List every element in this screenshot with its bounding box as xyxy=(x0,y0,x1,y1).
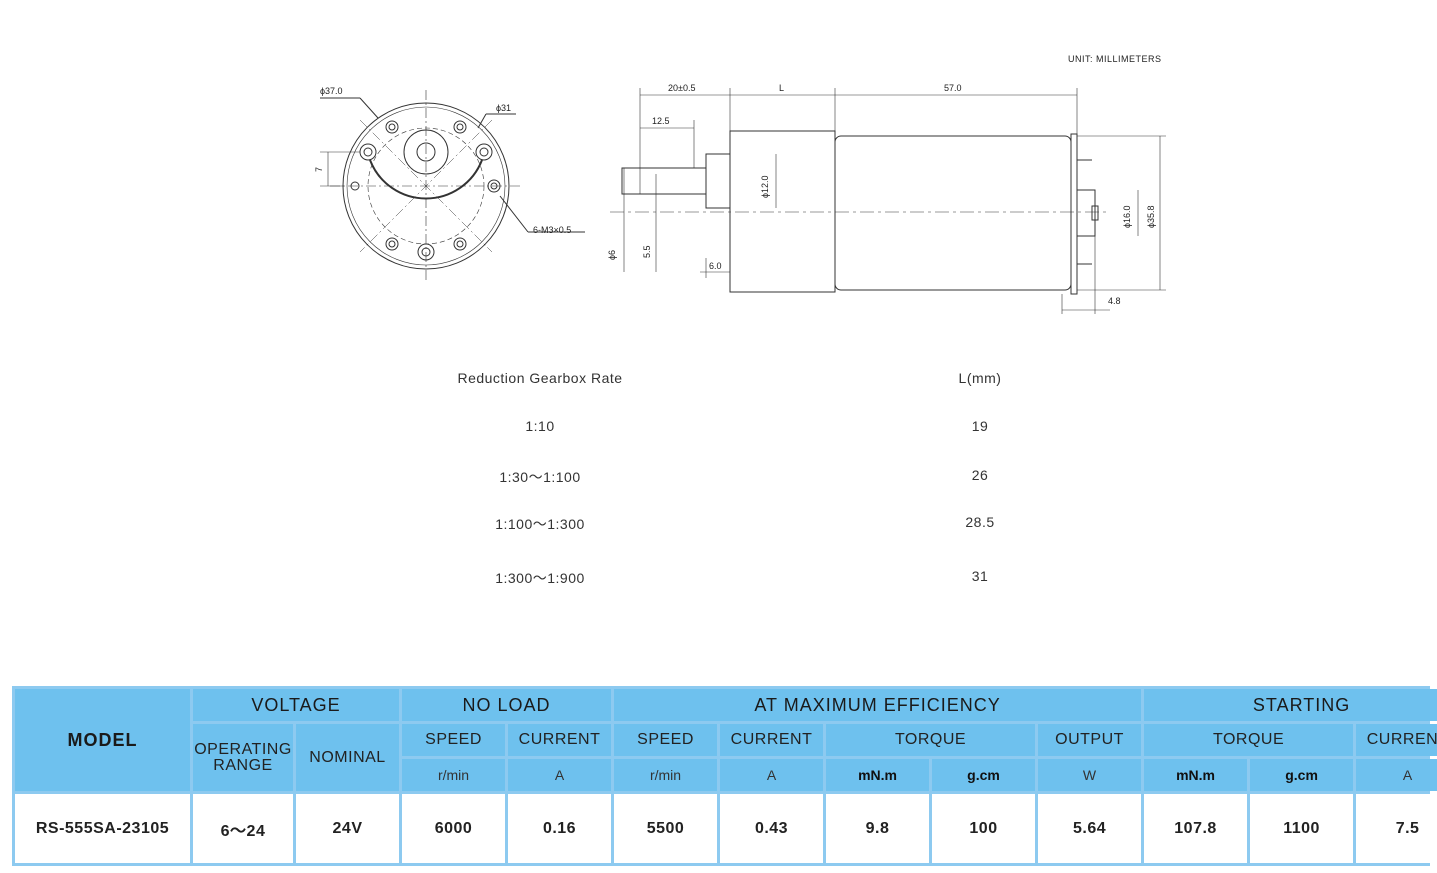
header-me-current: CURRENT xyxy=(720,724,824,757)
ratio-rate: 1:100～1:300 xyxy=(495,516,585,532)
cell-me-output: 5.64 xyxy=(1038,794,1142,863)
ratio-l: 31 xyxy=(971,568,989,584)
ratio-l: 28.5 xyxy=(965,514,995,530)
cell-nl-current: 0.16 xyxy=(508,794,612,863)
unit-st-torque-mnm: mN.m xyxy=(1144,759,1248,792)
ratio-header-rate: Reduction Gearbox Rate xyxy=(457,370,623,386)
header-starting: STARTING xyxy=(1144,689,1437,722)
header-model: MODEL xyxy=(15,689,190,792)
dim-body-dia: ϕ35.8 xyxy=(1146,205,1156,228)
unit-me-torque-mnm: mN.m xyxy=(826,759,930,792)
rear-cap xyxy=(1070,133,1078,295)
rear-boss xyxy=(1076,189,1096,237)
unit-label: UNIT: MILLIMETERS xyxy=(1068,54,1162,64)
dim-flat: 5.5 xyxy=(642,245,652,258)
unit-nl-current: A xyxy=(508,759,612,792)
unit-me-current: A xyxy=(720,759,824,792)
ratio-rate: 1:300～1:900 xyxy=(495,570,585,586)
cell-model: RS-555SA-23105 xyxy=(15,794,190,863)
technical-drawing: UNIT: MILLIMETERS xyxy=(0,0,1437,330)
motor-body xyxy=(834,135,1072,291)
header-nominal: NOMINAL xyxy=(296,724,400,792)
cell-me-current: 0.43 xyxy=(720,794,824,863)
dim-dia-outer: ϕ37.0 xyxy=(320,86,343,96)
header-me-torque: TORQUE xyxy=(826,724,1036,757)
dim-offset: 7 xyxy=(314,167,324,172)
dim-shaft-dia: ϕ6 xyxy=(607,250,617,260)
cell-operating-range: 6～24 xyxy=(193,794,293,863)
unit-st-current: A xyxy=(1356,759,1437,792)
header-st-current: CURRENT xyxy=(1356,724,1437,757)
header-operating-range: OPERATING RANGE xyxy=(193,724,293,792)
dim-gear-len: L xyxy=(779,83,784,93)
header-st-torque: TORQUE xyxy=(1144,724,1354,757)
dim-motor-len: 57.0 xyxy=(944,83,962,93)
mounting-holes xyxy=(350,120,501,261)
ratio-rate: 1:10 xyxy=(525,418,555,434)
unit-me-torque-gcm: g.cm xyxy=(932,759,1036,792)
dim-rear-boss-dia: ϕ16.0 xyxy=(1122,205,1132,228)
ratio-rate: 1:30～1:100 xyxy=(499,469,581,485)
unit-nl-speed: r/min xyxy=(402,759,506,792)
side-view xyxy=(610,88,1166,314)
dim-shaft-len: 20±0.5 xyxy=(668,83,695,93)
header-me-output: OUTPUT xyxy=(1038,724,1142,757)
dim-terminal-len: 4.8 xyxy=(1108,296,1121,306)
header-me-speed: SPEED xyxy=(614,724,718,757)
dim-flat-len: 12.5 xyxy=(652,116,670,126)
unit-st-torque-gcm: g.cm xyxy=(1250,759,1354,792)
ratio-l: 19 xyxy=(971,418,989,434)
spec-table: MODEL VOLTAGE NO LOAD AT MAXIMUM EFFICIE… xyxy=(12,686,1437,866)
unit-me-speed: r/min xyxy=(614,759,718,792)
ratio-header-l: L(mm) xyxy=(958,370,1002,386)
dim-holes: 6-M3×0.5 xyxy=(533,225,571,235)
cell-nominal: 24V xyxy=(296,794,400,863)
gear-boss xyxy=(705,153,731,209)
front-view xyxy=(320,90,585,282)
cell-me-torque-mnm: 9.8 xyxy=(826,794,930,863)
header-voltage: VOLTAGE xyxy=(193,689,400,722)
table-row: RS-555SA-23105 6～24 24V 6000 0.16 5500 0… xyxy=(15,794,1437,863)
output-shaft xyxy=(621,167,707,195)
gearbox-body xyxy=(729,130,836,293)
shaft-circle xyxy=(416,142,436,162)
cell-me-torque-gcm: 100 xyxy=(932,794,1036,863)
cell-st-torque-gcm: 1100 xyxy=(1250,794,1354,863)
cell-st-current: 7.5 xyxy=(1356,794,1437,863)
dim-dia-bolt: ϕ31 xyxy=(496,103,511,113)
header-nl-speed: SPEED xyxy=(402,724,506,757)
dim-boss-len: 6.0 xyxy=(709,261,722,271)
cell-me-speed: 5500 xyxy=(614,794,718,863)
dim-boss-dia: ϕ12.0 xyxy=(760,175,770,198)
header-nl-current: CURRENT xyxy=(508,724,612,757)
ratio-l: 26 xyxy=(971,467,989,483)
drawing-svg: UNIT: MILLIMETERS xyxy=(314,54,1166,314)
cell-nl-speed: 6000 xyxy=(402,794,506,863)
header-no-load: NO LOAD xyxy=(402,689,612,722)
cell-st-torque-mnm: 107.8 xyxy=(1144,794,1248,863)
unit-me-output: W xyxy=(1038,759,1142,792)
header-max-efficiency: AT MAXIMUM EFFICIENCY xyxy=(614,689,1142,722)
